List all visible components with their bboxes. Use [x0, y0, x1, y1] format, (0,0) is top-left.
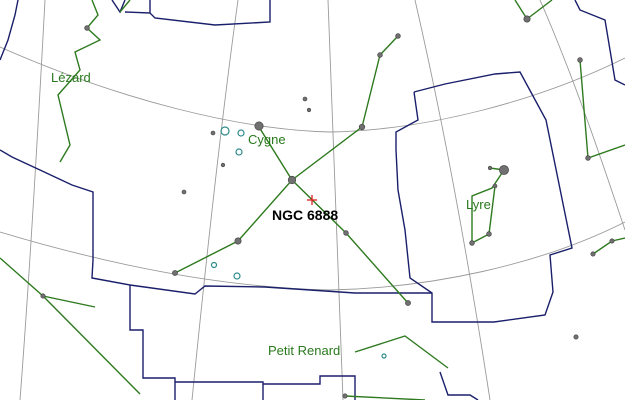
- star-zeta-cyg: [172, 270, 178, 276]
- star-hercules-2: [585, 155, 591, 161]
- boundary-lacerta-upper: [0, 0, 19, 61]
- star-gienah: [234, 237, 242, 245]
- cluster-icon: [233, 272, 241, 280]
- star-field-2: [306, 107, 312, 113]
- star-hercules-4: [590, 251, 596, 257]
- constellation-label-lyra: Lyre: [466, 197, 491, 212]
- star-eta-cyg: [343, 230, 349, 236]
- deep-sky-symbols: [210, 126, 387, 359]
- constellation-label-lacerta: Lézard: [51, 70, 91, 85]
- star-lyra-2: [487, 165, 493, 171]
- star-field-1: [302, 96, 308, 102]
- cluster-icon: [381, 353, 387, 359]
- grid-line-ra-5: [539, 0, 625, 231]
- cygnus-body-line: [174, 35, 399, 274]
- boundary-lyra-west: [395, 71, 573, 323]
- grid-line-ra-4: [414, 0, 491, 400]
- cluster-icon: [237, 129, 245, 137]
- boundary-cygnus-top: [124, 0, 271, 26]
- star-vega: [499, 165, 509, 175]
- star-hercules-3: [609, 238, 615, 244]
- grid-line-ra-3: [327, 0, 344, 400]
- boundary-lyra-north: [574, 0, 625, 86]
- star-field-6: [573, 334, 579, 340]
- star-lacerta-1: [84, 25, 90, 31]
- target-marker-icon[interactable]: [307, 195, 317, 205]
- star-sadr: [287, 175, 297, 185]
- cluster-icon: [235, 148, 243, 156]
- star-lyra-5: [486, 231, 492, 237]
- star-vulpecula-1: [342, 393, 348, 399]
- boundary-vulpecula: [129, 285, 479, 400]
- star-hercules-1: [577, 57, 583, 63]
- grid-line-dec-2: [0, 221, 625, 291]
- cluster-icon: [210, 261, 218, 269]
- star-albireo: [405, 300, 411, 306]
- star-draco-1: [523, 15, 531, 23]
- vulpecula-figure-line: [354, 335, 449, 369]
- star-kappa-cyg: [395, 33, 401, 39]
- grid-line-ra-1: [19, 0, 46, 400]
- lacerta-figure-line: [57, 0, 102, 163]
- grid-line-ra-2: [191, 0, 239, 400]
- stars: [40, 15, 615, 399]
- star-lyra-3: [492, 183, 498, 189]
- cygnus-wing-line: [258, 126, 409, 304]
- lacerta-branch-line: [119, 0, 131, 13]
- target-name[interactable]: NGC 6888: [272, 207, 338, 223]
- grid-line-dec-1: [0, 46, 625, 133]
- star-field-3: [210, 130, 216, 136]
- draco-line: [514, 0, 553, 20]
- boundary-cygnus-north: [0, 149, 432, 295]
- star-delta-cyg: [358, 123, 366, 131]
- star-field-5: [181, 189, 187, 195]
- star-sagitta-1: [40, 293, 46, 299]
- star-lyra-4: [469, 240, 475, 246]
- star-iota-cyg: [377, 52, 383, 58]
- cluster-icon: [220, 126, 230, 136]
- star-field-4: [220, 162, 226, 168]
- constellation-label-vulpecula: Petit Renard: [268, 343, 340, 358]
- constellation-label-cygnus: Cygne: [248, 132, 286, 147]
- star-deneb: [254, 121, 264, 131]
